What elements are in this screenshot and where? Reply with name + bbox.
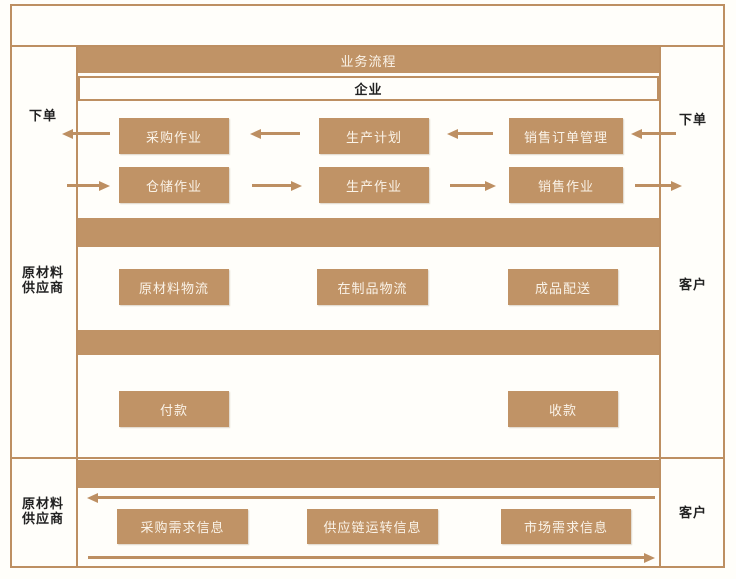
arrow-left-icon — [73, 132, 110, 135]
right-column-divider — [659, 45, 661, 566]
process-title-band: 业务流程 — [78, 47, 659, 73]
arrow-left-icon — [458, 132, 493, 135]
box-market-demand-info: 市场需求信息 — [501, 509, 631, 544]
box-production-plan: 生产计划 — [319, 118, 429, 154]
separator-band-1 — [78, 218, 659, 247]
label-left-raw-material-supplier: 原材料 供应商 — [21, 265, 64, 295]
label-right-customer: 客户 — [678, 277, 707, 292]
bottom-section-divider — [10, 457, 725, 459]
arrow-right-icon — [67, 184, 99, 187]
box-sales-order-management: 销售订单管理 — [509, 118, 623, 154]
separator-band-2 — [78, 330, 659, 355]
arrow-left-icon — [261, 132, 300, 135]
box-supply-chain-operation-info: 供应链运转信息 — [307, 509, 438, 544]
box-procurement-demand-info: 采购需求信息 — [117, 509, 248, 544]
label-left-raw-material-supplier-bottom: 原材料 供应商 — [21, 496, 64, 526]
box-collection: 收款 — [508, 391, 618, 427]
label-right-order: 下单 — [678, 112, 707, 127]
box-payment: 付款 — [119, 391, 229, 427]
arrow-right-icon — [450, 184, 485, 187]
separator-band-3 — [78, 460, 659, 488]
box-warehouse-operation: 仓储作业 — [119, 167, 229, 203]
left-column-divider — [76, 45, 78, 566]
box-wip-logistics: 在制品物流 — [317, 269, 428, 305]
box-sales-operation: 销售作业 — [509, 167, 623, 203]
label-left-order: 下单 — [28, 108, 57, 123]
label-right-customer-bottom: 客户 — [678, 505, 707, 520]
top-strip-divider — [10, 45, 725, 47]
arrow-right-icon — [635, 184, 671, 187]
arrow-left-icon — [642, 132, 676, 135]
arrow-right-icon — [252, 184, 291, 187]
box-procurement-operation: 采购作业 — [119, 118, 229, 154]
arrow-right-long-icon — [88, 556, 644, 559]
box-finished-goods-delivery: 成品配送 — [508, 269, 618, 305]
box-raw-material-logistics: 原材料物流 — [119, 269, 229, 305]
enterprise-bar: 企业 — [78, 76, 659, 101]
arrow-left-long-icon — [98, 496, 655, 499]
box-production-operation: 生产作业 — [319, 167, 429, 203]
